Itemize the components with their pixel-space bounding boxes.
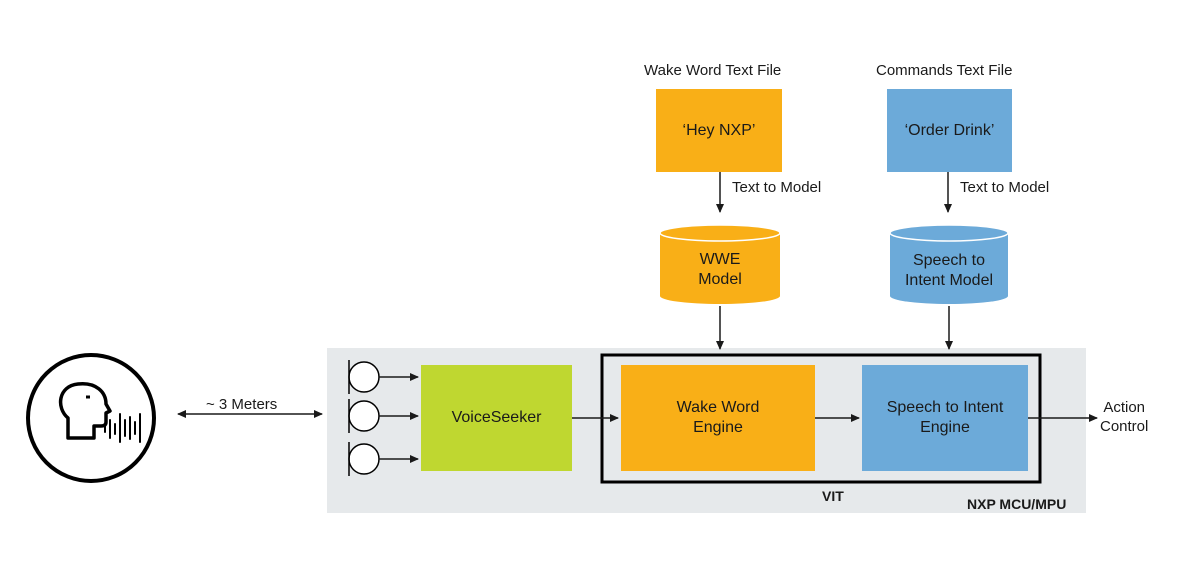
action-control-line1: Action bbox=[1103, 399, 1146, 416]
wwe-model-cylinder bbox=[659, 224, 781, 304]
speech-to-intent-engine-box bbox=[862, 365, 1028, 471]
text-to-model-label-2: Text to Model bbox=[960, 179, 1050, 196]
action-control-line2: Control bbox=[1100, 418, 1149, 435]
sti-engine-line1: Speech to Intent bbox=[886, 399, 1004, 416]
order-drink-text: ‘Order Drink’ bbox=[904, 121, 995, 139]
commands-file-label: Commands Text File bbox=[876, 62, 1013, 79]
sti-model-line1: Speech to bbox=[912, 252, 986, 269]
sti-model-cylinder bbox=[889, 224, 1009, 304]
wake-word-file-label: Wake Word Text File bbox=[644, 62, 782, 79]
hey-nxp-box bbox=[656, 89, 782, 172]
wwe-model-text: WWE Model bbox=[660, 250, 780, 290]
voiceseeker-text: VoiceSeeker bbox=[451, 409, 542, 426]
hey-nxp-text: ‘Hey NXP’ bbox=[682, 121, 756, 139]
sti-engine-text: Speech to Intent Engine bbox=[862, 365, 1028, 471]
wake-engine-line2: Engine bbox=[693, 419, 743, 436]
wake-engine-line1: Wake Word bbox=[676, 399, 760, 416]
wake-word-engine-text: Wake Word Engine bbox=[621, 365, 815, 471]
wake-word-engine-box bbox=[621, 365, 815, 471]
speaking-head-icon bbox=[26, 353, 156, 483]
wwe-model-line1: WWE bbox=[699, 251, 741, 268]
action-control-label: Action Control bbox=[1100, 398, 1148, 436]
order-drink-box bbox=[887, 89, 1012, 172]
vit-label: VIT bbox=[822, 488, 844, 504]
wwe-model-line2: Model bbox=[698, 271, 742, 288]
text-to-model-label-1: Text to Model bbox=[732, 179, 822, 196]
platform-label: NXP MCU/MPU bbox=[967, 496, 1067, 512]
voiceseeker-box bbox=[421, 365, 572, 471]
distance-label: ~ 3 Meters bbox=[206, 396, 278, 413]
sti-model-line2: Intent Model bbox=[904, 272, 994, 289]
microphone-icon bbox=[348, 360, 380, 394]
microphone-icon bbox=[348, 399, 380, 433]
sti-engine-line2: Engine bbox=[920, 419, 970, 436]
sti-model-text: Speech to Intent Model bbox=[888, 251, 1010, 291]
